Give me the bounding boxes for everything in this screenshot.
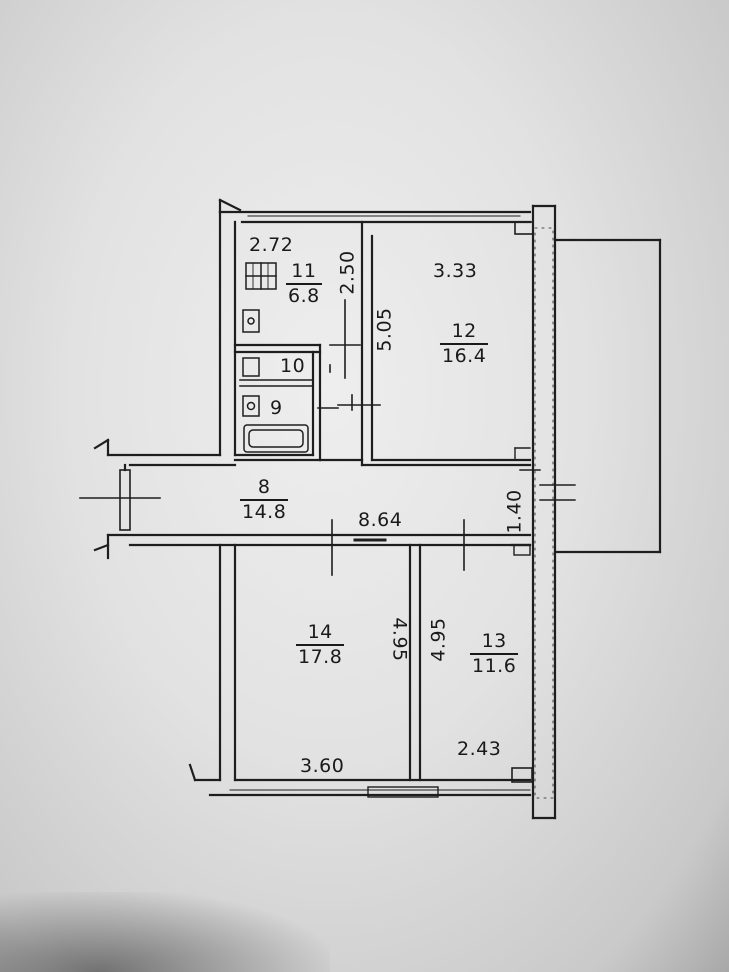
sink-icon (242, 309, 260, 333)
dim-room14-depth: 4.95 (388, 617, 411, 662)
dim-corridor-width: 1.40 (503, 489, 526, 534)
room-12-number: 12 (451, 320, 477, 342)
right-wall (519, 204, 576, 820)
room-11-label: 11 6.8 (286, 262, 322, 306)
room-11-number: 11 (291, 260, 317, 282)
dim-kitchen-width: 2.72 (249, 234, 294, 256)
dim-corridor-length: 8.64 (358, 509, 403, 531)
room-12-label: 12 16.4 (440, 320, 489, 367)
left-wall-upper (218, 198, 242, 457)
room-8-number: 8 (257, 476, 271, 498)
room-13-number: 13 (481, 630, 507, 652)
dim-room12-depth: 5.05 (373, 307, 396, 352)
bathtub-icon (243, 424, 309, 453)
partition-kitchen-room12 (360, 220, 532, 467)
balcony (553, 238, 662, 554)
room-10-number: 10 (280, 355, 306, 377)
bathroom-walls (233, 343, 364, 462)
room-13-area: 11.6 (470, 653, 519, 677)
photo-shadow (0, 892, 330, 972)
stove-icon (245, 262, 277, 290)
room-12-area: 16.4 (440, 343, 489, 367)
washbasin-icon (242, 357, 260, 377)
dim-kitchen-depth: 2.50 (336, 250, 359, 295)
corridor-walls (93, 438, 532, 560)
dim-room13-width: 2.43 (457, 738, 502, 760)
lower-rooms-walls (188, 543, 533, 798)
room-14-label: 14 17.8 (296, 621, 345, 668)
room-11-area: 6.8 (286, 283, 322, 307)
dim-room14-width: 3.60 (300, 755, 345, 777)
room-8-label: 8 14.8 (240, 476, 289, 523)
room-14-area: 17.8 (296, 644, 345, 668)
top-wall (218, 210, 534, 235)
dim-room13-depth: 4.95 (427, 617, 450, 662)
room-13-label: 13 11.6 (470, 630, 519, 677)
toilet-icon (242, 395, 260, 417)
door-marks (79, 299, 465, 576)
dim-room12-width: 3.33 (433, 260, 478, 282)
room-14-number: 14 (307, 621, 333, 643)
room-8-area: 14.8 (240, 499, 289, 523)
room-9-number: 9 (270, 397, 283, 419)
